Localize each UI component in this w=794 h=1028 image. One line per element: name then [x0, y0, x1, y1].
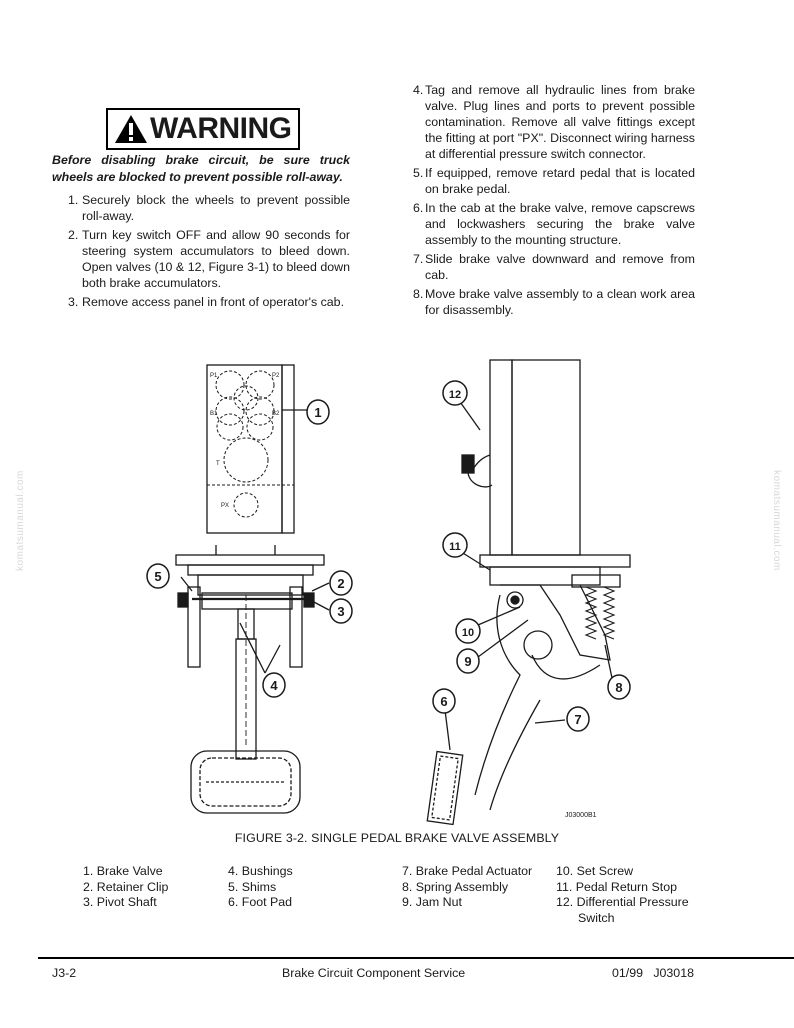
port-label-px: PX [221, 503, 229, 509]
legend-item: 5. Shims [228, 879, 277, 894]
step-text: Move brake valve assembly to a clean wor… [425, 287, 695, 317]
svg-text:5: 5 [154, 569, 161, 584]
step-item: 5.If equipped, remove retard pedal that … [410, 165, 695, 197]
callout-7: 7 [566, 706, 590, 732]
legend-item: 1. Brake Valve [83, 864, 163, 878]
valve-body-profile-front [489, 359, 513, 556]
step-item: 8.Move brake valve assembly to a clean w… [410, 286, 695, 318]
port-label-b2: B2 [272, 411, 280, 417]
drawing-id: J03000B1 [565, 812, 597, 819]
callout-9: 9 [456, 648, 480, 674]
port-label-b1: B1 [210, 411, 218, 417]
legend-item: 12. Differential Pressure [556, 895, 689, 909]
step-text: Remove access panel in front of operator… [82, 295, 345, 309]
warning-text: Before disabling brake circuit, be sure … [52, 153, 350, 184]
legend-item: 4. Bushings [228, 864, 293, 878]
warning-label: WARNING [150, 112, 292, 145]
svg-text:7: 7 [574, 712, 581, 727]
step-item: 1.Securely block the wheels to prevent p… [52, 192, 350, 224]
legend-item: 9. Jam Nut [402, 895, 462, 909]
callout-11: 11 [442, 532, 468, 558]
step-number: 7. [413, 252, 424, 266]
footer-date-code: 01/99 J03018 [612, 966, 694, 980]
callout-1: 1 [306, 399, 330, 425]
step-number: 8. [413, 287, 424, 301]
footer-rule [38, 957, 794, 959]
svg-text:2: 2 [337, 576, 344, 591]
legend-item: 8. Spring Assembly [402, 879, 509, 894]
step-number: 1. [68, 193, 79, 207]
warning-box: WARNING [106, 108, 300, 150]
legend-column-1: 1. Brake Valve 2. Retainer Clip 3. Pivot… [83, 864, 168, 911]
warning-triangle-icon [115, 115, 147, 143]
step-item: 3.Remove access panel in front of operat… [52, 294, 350, 310]
watermark-left: komatsumanual.com [14, 470, 26, 571]
callout-4: 4 [262, 672, 286, 698]
step-text: In the cab at the brake valve, remove ca… [425, 201, 695, 247]
callout-6: 6 [432, 688, 456, 714]
step-text: Securely block the wheels to prevent pos… [82, 193, 350, 223]
step-number: 3. [68, 295, 79, 309]
callout-5: 5 [146, 563, 170, 589]
valve-body-profile-side [511, 359, 581, 556]
callout-8: 8 [607, 674, 631, 700]
step-number: 5. [413, 166, 424, 180]
right-column: 4.Tag and remove all hydraulic lines fro… [410, 82, 695, 321]
left-column: WARNING Before disabling brake circuit, … [52, 108, 350, 313]
watermark-right: komatsumanual.com [770, 470, 782, 571]
legend-item: 2. Retainer Clip [83, 879, 169, 894]
step-item: 4.Tag and remove all hydraulic lines fro… [410, 82, 695, 162]
svg-text:1: 1 [314, 405, 321, 420]
svg-text:10: 10 [462, 627, 474, 639]
svg-text:3: 3 [337, 604, 344, 619]
svg-text:4: 4 [270, 678, 278, 693]
valve-body-front [206, 364, 283, 534]
step-text: If equipped, remove retard pedal that is… [425, 166, 695, 196]
step-number: 4. [413, 83, 424, 97]
svg-text:11: 11 [449, 541, 461, 553]
callout-12: 12 [442, 380, 468, 406]
legend-item: 11. Pedal Return Stop [556, 879, 678, 894]
legend-column-3: 7. Brake Pedal Actuator 8. Spring Assemb… [402, 864, 532, 911]
legend-item: 10. Set Screw [556, 864, 634, 878]
legend-item: 7. Brake Pedal Actuator [402, 864, 533, 878]
footer-section-title: Brake Circuit Component Service [282, 966, 466, 980]
legend-item: Switch [578, 910, 615, 925]
callout-2: 2 [329, 570, 353, 596]
step-text: Tag and remove all hydraulic lines from … [425, 83, 695, 161]
footer-page-number: J3-2 [52, 966, 77, 980]
step-number: 6. [413, 201, 424, 215]
callout-10: 10 [455, 618, 481, 644]
figure-caption: FIGURE 3-2. SINGLE PEDAL BRAKE VALVE ASS… [234, 831, 560, 845]
step-text: Turn key switch OFF and allow 90 seconds… [82, 228, 350, 290]
valve-body-side [281, 364, 295, 534]
step-item: 2.Turn key switch OFF and allow 90 secon… [52, 227, 350, 291]
legend-item: 6. Foot Pad [228, 895, 293, 909]
legend-column-4: 10. Set Screw 11. Pedal Return Stop 12. … [556, 864, 689, 926]
port-label-t: T [216, 461, 220, 467]
brake-valve-figure: P1 P2 B1 B2 T PX J03000B1 1 2 3 4 5 6 7 … [146, 359, 631, 825]
step-number: 2. [68, 228, 79, 242]
legend-item: 3. Pivot Shaft [83, 895, 157, 909]
port-label-p1: P1 [210, 373, 218, 379]
svg-text:8: 8 [615, 680, 622, 695]
port-label-p2: P2 [272, 373, 280, 379]
callout-3: 3 [329, 598, 353, 624]
legend-column-2: 4. Bushings 5. Shims 6. Foot Pad [228, 864, 293, 911]
steps-right-list: 4.Tag and remove all hydraulic lines fro… [410, 82, 695, 318]
svg-text:6: 6 [440, 694, 447, 709]
step-text: Slide brake valve downward and remove fr… [425, 252, 695, 282]
step-item: 6.In the cab at the brake valve, remove … [410, 200, 695, 248]
steps-left-list: 1.Securely block the wheels to prevent p… [52, 192, 350, 310]
svg-text:9: 9 [464, 654, 471, 669]
step-item: 7.Slide brake valve downward and remove … [410, 251, 695, 283]
svg-text:12: 12 [449, 389, 461, 401]
